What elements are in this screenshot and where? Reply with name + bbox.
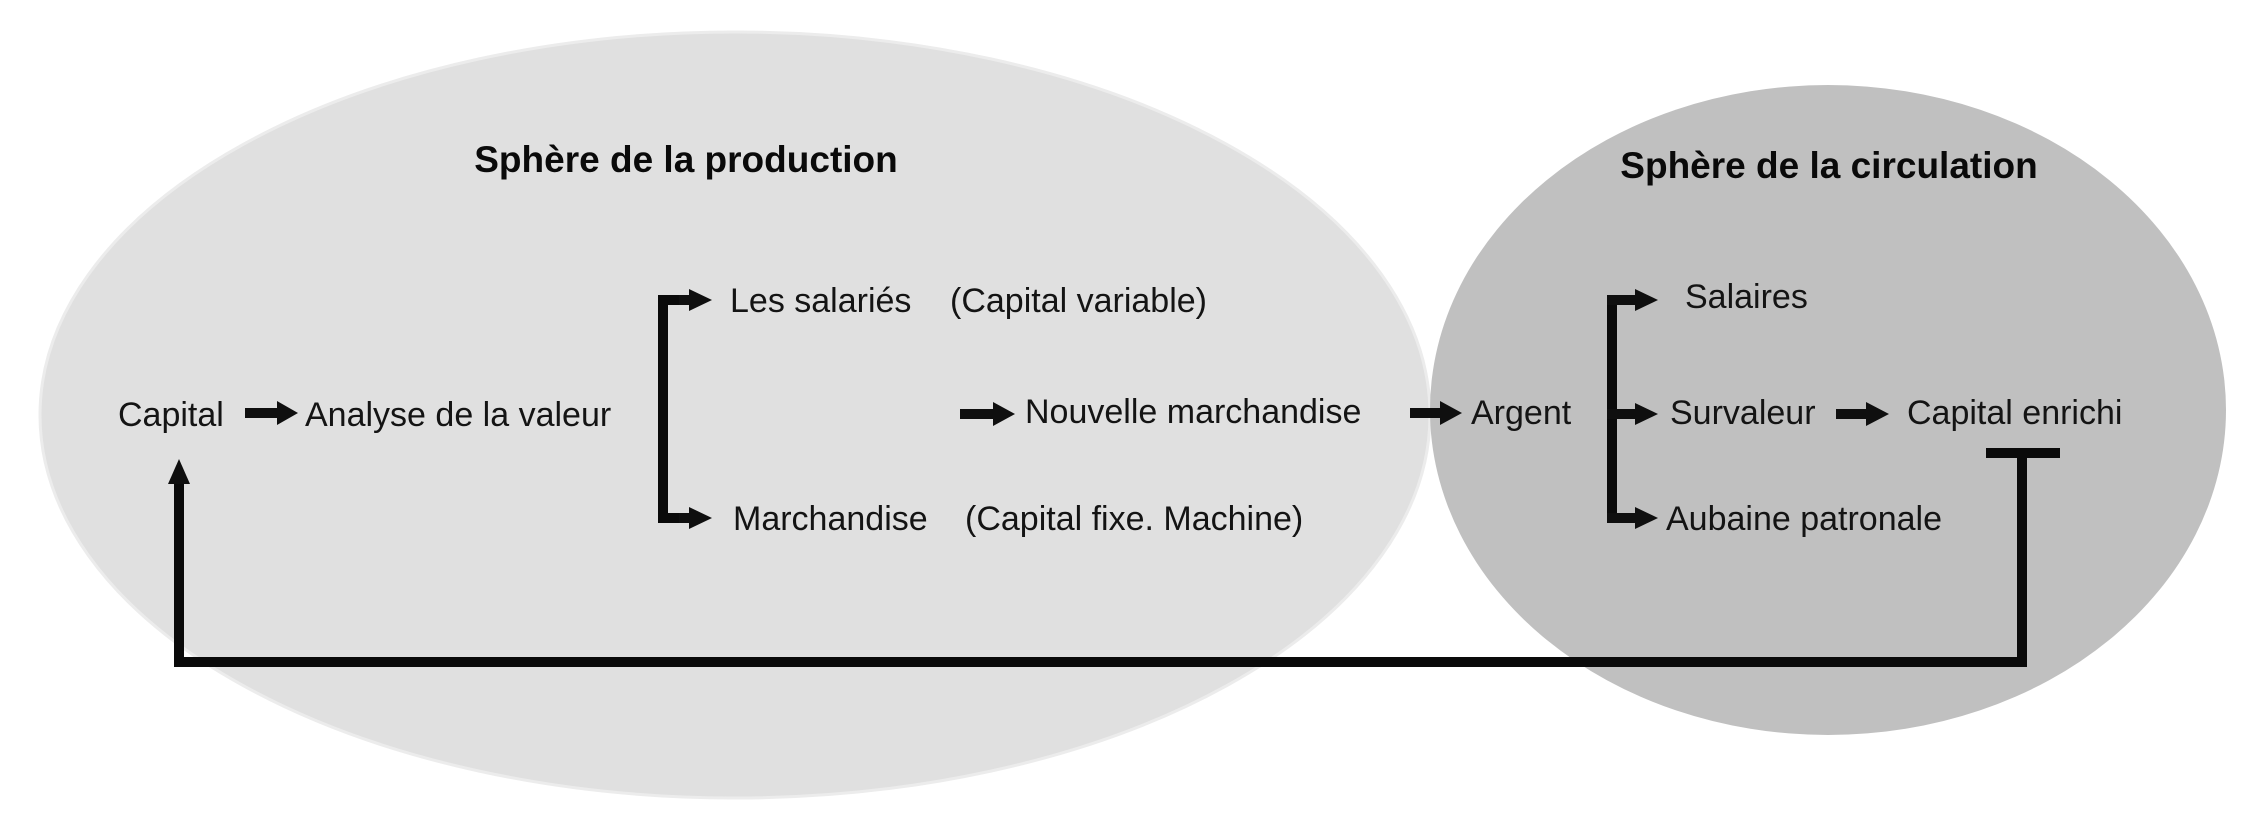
capital-enrichi-label: Capital enrichi — [1907, 394, 2122, 432]
arrow-to-nouvelle-marchandise — [960, 402, 1015, 426]
circulation-sphere-title: Sphère de la circulation — [1620, 145, 2037, 186]
arrow-to-argent — [1410, 401, 1462, 425]
aubaine-patronale-label: Aubaine patronale — [1666, 500, 1942, 538]
survaleur-label: Survaleur — [1670, 394, 1816, 432]
arrow-to-salaries — [679, 289, 712, 311]
production-sphere-title: Sphère de la production — [474, 139, 898, 180]
production-branch-bracket — [658, 295, 681, 523]
arrow-to-marchandise — [679, 507, 712, 529]
arrow-to-salaires — [1607, 289, 1658, 311]
arrow-to-capital-enrichi — [1836, 402, 1889, 426]
arrow-to-survaleur — [1607, 403, 1658, 425]
nouvelle-marchandise-label: Nouvelle marchandise — [1025, 393, 1361, 431]
argent-label: Argent — [1471, 394, 1572, 432]
arrow-to-aubaine — [1607, 507, 1658, 529]
salaires-label: Salaires — [1685, 278, 1808, 316]
capital-variable-label: (Capital variable) — [950, 282, 1207, 320]
capital-label: Capital — [118, 396, 224, 434]
analyse-valeur-label: Analyse de la valeur — [305, 396, 611, 434]
arrow-capital-to-analyse — [245, 401, 298, 425]
marchandise-label: Marchandise — [733, 500, 928, 538]
capital-fixe-label: (Capital fixe. Machine) — [965, 500, 1303, 538]
salaries-label: Les salariés — [730, 282, 911, 320]
feedback-loop-arrow — [168, 448, 2060, 667]
